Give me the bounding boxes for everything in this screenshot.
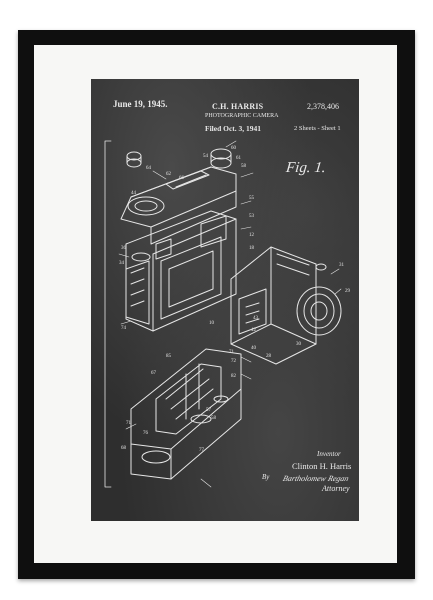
svg-text:12: 12 [249, 233, 255, 238]
svg-text:54: 54 [203, 154, 209, 159]
svg-text:68: 68 [121, 446, 127, 451]
inventor-header: C.H. HARRIS [212, 102, 264, 111]
svg-text:36: 36 [121, 246, 127, 251]
svg-text:64: 64 [146, 166, 152, 171]
svg-text:57: 57 [206, 408, 212, 413]
camera-back-plate [130, 348, 242, 480]
svg-text:58: 58 [211, 416, 217, 421]
svg-text:62: 62 [166, 172, 172, 177]
svg-text:44: 44 [131, 191, 137, 196]
svg-text:58: 58 [241, 164, 247, 169]
svg-text:31: 31 [339, 263, 345, 268]
svg-text:66: 66 [179, 176, 185, 181]
patent-date: June 19, 1945. [113, 99, 168, 109]
camera-top-assembly [120, 148, 237, 245]
svg-text:40: 40 [251, 346, 257, 351]
chalkboard-print [91, 79, 359, 521]
inventor-name: Clinton H. Harris [292, 461, 352, 471]
svg-text:10: 10 [209, 321, 215, 326]
svg-text:77: 77 [199, 448, 205, 453]
inventor-label: Inventor [317, 450, 341, 458]
svg-text:71: 71 [229, 350, 235, 355]
by-label: By [262, 473, 270, 481]
svg-text:67: 67 [151, 371, 157, 376]
svg-text:74: 74 [121, 326, 127, 331]
svg-text:28: 28 [266, 354, 272, 359]
svg-text:55: 55 [249, 196, 255, 201]
sheet-count: 2 Sheets - Sheet 1 [294, 125, 341, 132]
svg-text:71: 71 [126, 421, 132, 426]
svg-text:82: 82 [231, 374, 237, 379]
svg-text:42: 42 [251, 328, 257, 333]
lens-assembly [230, 246, 342, 365]
svg-text:85: 85 [166, 354, 172, 359]
svg-text:34: 34 [119, 261, 125, 266]
svg-text:60: 60 [231, 146, 237, 151]
svg-text:72: 72 [231, 359, 237, 364]
filed-date: Filed Oct. 3, 1941 [205, 124, 262, 133]
camera-body [125, 210, 237, 332]
svg-text:29: 29 [345, 289, 351, 294]
svg-text:53: 53 [249, 214, 255, 219]
figure-label: Fig. 1. [285, 160, 327, 176]
svg-text:76: 76 [143, 431, 149, 436]
svg-text:18: 18 [249, 246, 255, 251]
attorney-label: Attorney [322, 484, 350, 493]
svg-text:43: 43 [253, 316, 259, 321]
svg-text:30: 30 [296, 342, 302, 347]
patent-number: 2,378,406 [307, 102, 339, 111]
svg-text:61: 61 [236, 156, 242, 161]
patent-subject: PHOTOGRAPHIC CAMERA [205, 113, 279, 119]
attorney-signature: Bartholomew Regan [281, 474, 350, 483]
